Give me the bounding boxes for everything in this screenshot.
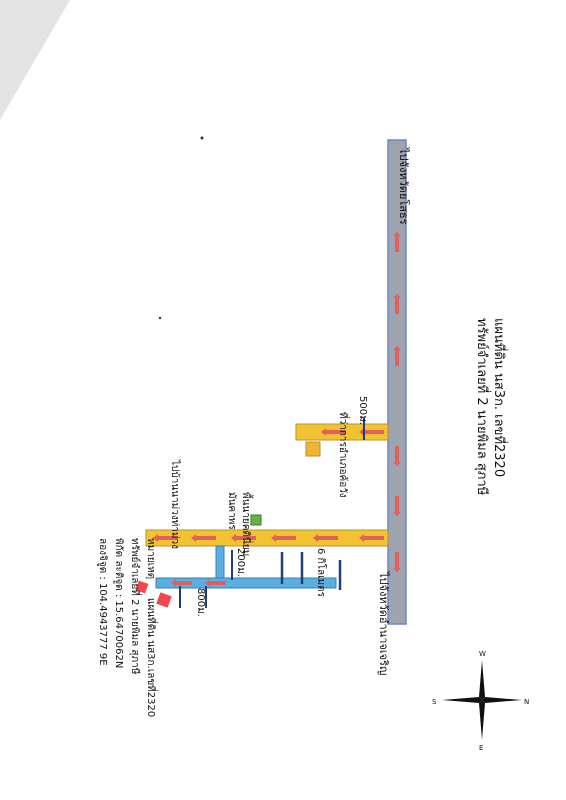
main-road-arrow (395, 496, 399, 512)
office-label: ที่ว่าการอำเภอค้อวัง (337, 412, 351, 498)
main-road (387, 139, 407, 625)
branch-road-long (145, 529, 389, 547)
scan-corner (0, 0, 70, 120)
main-road-arrow (395, 552, 399, 568)
station-label-2: มันคาพร (226, 492, 237, 530)
main-road-arrow-head (393, 294, 401, 298)
compass-w: W (479, 650, 486, 658)
branch-arrow (236, 536, 256, 540)
lane-arrow-head (205, 579, 210, 587)
office-branch-arrow-head (321, 428, 326, 436)
lane-arrow (176, 581, 192, 585)
main-road-arrow-head (393, 232, 401, 236)
legend-marker (135, 580, 149, 594)
main-road-arrow (395, 298, 399, 314)
lane-arrows (171, 579, 226, 587)
legend-line-3: พิกัด ละติจูด : 15.6470062N (113, 538, 124, 668)
distance-6km-label: 6 กิโลเมตร (315, 548, 328, 598)
main-road-arrow (395, 350, 399, 366)
compass-e: E (479, 744, 483, 752)
legend-line-4: ลองจิจูด : 104.4943777 9E (97, 538, 108, 666)
parcel-marker (156, 592, 172, 608)
distance-200-label: 200ม. (235, 548, 246, 577)
branch-arrow (318, 536, 338, 540)
main-road-arrow (395, 446, 399, 462)
lane-arrow-head (171, 579, 176, 587)
legend-line-1: แผนที่ดิน นส3ก.เลขที่2320 (145, 598, 159, 717)
title-line-2: ทรัพย์จำเลยที่ 2 นายพิมล สุภาษี (474, 318, 491, 496)
compass-n: N (524, 698, 529, 706)
branch-left-label: ไปบ้านนาม่วงท่าม่วง (169, 459, 181, 549)
branch-arrow-head (153, 534, 158, 542)
branch-arrow (276, 536, 296, 540)
branch-arrow-head (313, 534, 318, 542)
legend-heading: หมายเหตุ (145, 538, 156, 579)
main-road-arrow-head (393, 512, 401, 516)
office-branch-arrow (364, 430, 384, 434)
compass-rose: N S E W (432, 650, 529, 752)
distance-500-label: 500ม. (357, 396, 368, 425)
branch-arrow (364, 536, 384, 540)
main-road-arrow (395, 236, 399, 252)
dimension-6km (280, 552, 304, 584)
station-marker (250, 514, 262, 526)
main-road-arrow-head (393, 346, 401, 350)
main-road-arrows (393, 232, 401, 572)
lane-arrow (210, 581, 226, 585)
branch-arrow-head (359, 534, 364, 542)
road-label-bottom: ไปจังหวัดอำนาจเจริญ (377, 571, 390, 675)
main-road-arrow-head (393, 462, 401, 466)
lane-horizontal (155, 577, 337, 589)
road-label-top: ไปจังหวัดยโสธร (397, 147, 411, 225)
distance-800-label: 800ม. (195, 588, 206, 617)
dimension-800 (179, 586, 207, 608)
branch-arrow (196, 536, 216, 540)
speck (200, 136, 204, 140)
branch-arrow-head (231, 534, 236, 542)
title-line-1: แผนที่ดิน นส3ก. เลขที่2320 (491, 318, 508, 477)
branch-arrow-head (191, 534, 196, 542)
lane-vertical (215, 545, 225, 583)
main-road-arrow-head (393, 568, 401, 572)
station-label: พื้นนายคตินี่ยม (240, 492, 254, 556)
branch-arrow-head (271, 534, 276, 542)
compass-s: S (432, 698, 437, 706)
office-branch-arrow-head (359, 428, 364, 436)
legend-line-2: ทรัพย์จำเลยที่ 2 นายพิมล สุภาษี (129, 538, 143, 675)
branch-road-arrows (153, 428, 384, 542)
branch-arrow (158, 536, 178, 540)
office-marker (305, 441, 321, 457)
office-branch-arrow (326, 430, 346, 434)
speck (158, 316, 162, 320)
